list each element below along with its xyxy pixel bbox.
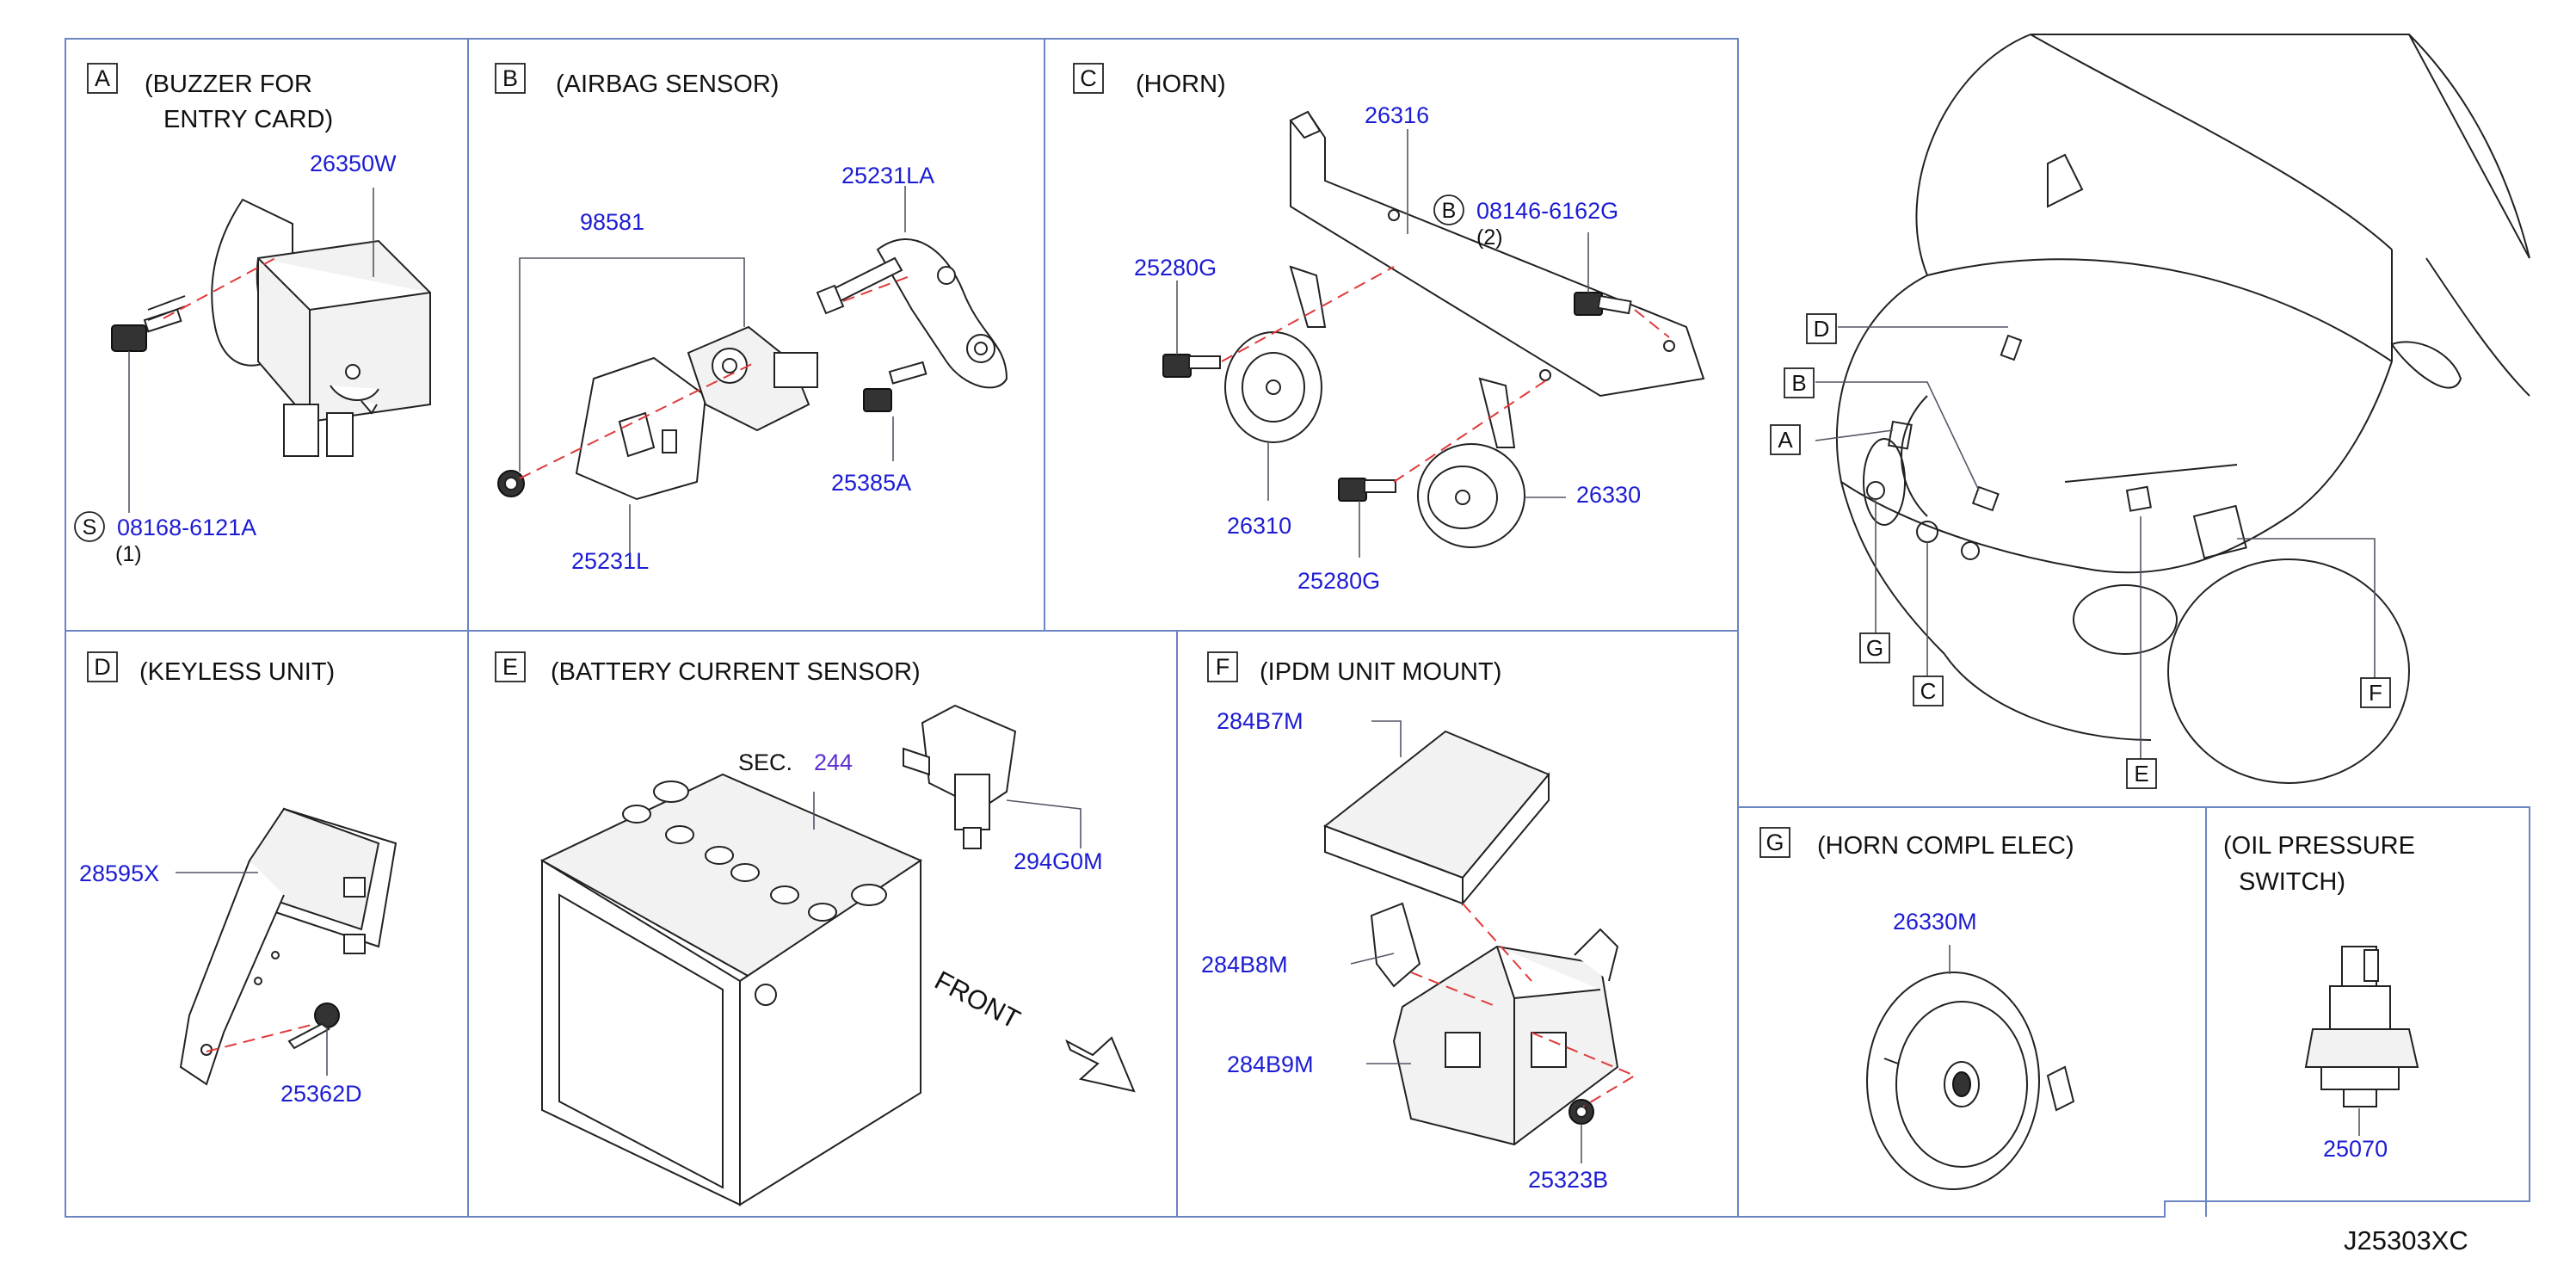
svg-text:A: A [1778, 427, 1793, 453]
locator-leaders [1815, 326, 2376, 761]
oil-pressure-switch-drawing [2304, 946, 2419, 1107]
section-d-title: (KEYLESS UNIT) [139, 658, 335, 686]
part-25362D: 25362D [280, 1081, 362, 1107]
section-f-title: (IPDM UNIT MOUNT) [1260, 658, 1501, 686]
locator-label-a: A [1770, 424, 1801, 455]
section-d: D (KEYLESS UNIT) 28595X 25362D [79, 651, 397, 1107]
airbag-sensor-drawing [497, 238, 1008, 501]
ipdm-mount-drawing [1392, 928, 1619, 1146]
s-symbol-circle [74, 511, 105, 542]
part-25323B: 25323B [1528, 1167, 1608, 1193]
part-98581: 98581 [580, 209, 644, 235]
section-e: E (BATTERY CURRENT SENSOR) SEC. 244 [495, 651, 1136, 1206]
horn-bracket-drawing [1289, 110, 1705, 398]
horn-26330-drawing [1417, 377, 1525, 548]
part-25280G-top: 25280G [1134, 255, 1217, 281]
section-g-letter-box [1759, 827, 1790, 858]
section-a-title-line2: ENTRY CARD) [163, 106, 333, 133]
part-28595X: 28595X [79, 861, 159, 886]
part-25070: 25070 [2323, 1136, 2388, 1162]
section-d-letter-box [87, 651, 118, 682]
section-frames [65, 38, 2530, 1218]
current-sensor-drawing [903, 704, 1017, 849]
part-a-bolt-qty: (1) [115, 542, 142, 566]
part-26316: 26316 [1365, 102, 1429, 128]
part-25231LA: 25231LA [841, 163, 934, 188]
section-b-title: (AIRBAG SENSOR) [556, 71, 779, 98]
svg-text:B: B [1791, 370, 1806, 396]
part-25280G-bottom: 25280G [1297, 568, 1380, 594]
section-g: G (HORN COMPL ELEC) 26330M [1759, 827, 2075, 1190]
section-a-letter: A [95, 65, 110, 91]
horn-26310-drawing [1224, 265, 1327, 443]
svg-text:E: E [2134, 761, 2148, 787]
section-b-letter: B [502, 65, 518, 91]
part-26330: 26330 [1576, 482, 1641, 508]
svg-text:G: G [1866, 635, 1883, 661]
keyless-unit-drawing [179, 807, 397, 1086]
locator-label-f: F [2360, 677, 2391, 708]
part-25385A: 25385A [831, 470, 911, 496]
section-e-title: (BATTERY CURRENT SENSOR) [551, 658, 921, 686]
part-08168-6121A: 08168-6121A [117, 515, 256, 540]
front-label: FRONT [930, 965, 1026, 1034]
ipdm-bracket-drawing [1370, 902, 1421, 988]
section-d-letter: D [94, 654, 111, 680]
section-b-letter-box [495, 63, 526, 94]
part-26350W: 26350W [310, 151, 397, 176]
section-c-letter-box [1073, 63, 1104, 94]
section-e-letter-box [495, 651, 526, 682]
locator-label-e: E [2126, 758, 2157, 789]
section-a-title-line1: (BUZZER FOR [145, 71, 312, 98]
section-c: C (HORN) [1073, 63, 1705, 594]
part-25231L: 25231L [571, 548, 649, 574]
locator-label-g: G [1859, 632, 1890, 663]
part-26330M: 26330M [1893, 909, 1977, 935]
locator-label-b: B [1784, 367, 1815, 398]
section-f-letter: F [1216, 654, 1230, 680]
b-symbol: B [1442, 199, 1457, 223]
ipdm-cover-drawing [1322, 730, 1550, 906]
oil-title-line1: (OIL PRESSURE [2223, 832, 2415, 860]
part-284B7M: 284B7M [1217, 708, 1303, 734]
a-bolt-drawing [111, 295, 186, 352]
svg-text:C: C [1920, 678, 1937, 704]
locator-label-d: D [1806, 313, 1837, 344]
section-g-title: (HORN COMPL ELEC) [1817, 832, 2074, 860]
section-c-title: (HORN) [1136, 71, 1226, 98]
svg-text:D: D [1814, 316, 1830, 342]
section-c-letter: C [1080, 65, 1097, 91]
section-f: F (IPDM UNIT MOUNT) 284B7M 284B8M [1201, 651, 1637, 1193]
part-294G0M: 294G0M [1014, 848, 1103, 874]
battery-drawing [539, 773, 922, 1206]
buzzer-drawing [211, 198, 431, 457]
section-a: A (BUZZER FOR ENTRY CARD) 26350W S 08168… [74, 63, 431, 566]
section-b: B (AIRBAG SENSOR) 98581 2 [495, 63, 1008, 574]
locator-label-c: C [1913, 676, 1944, 706]
section-f-letter-box [1207, 651, 1238, 682]
oil-title-line2: SWITCH) [2239, 868, 2345, 896]
svg-text:F: F [2369, 680, 2382, 706]
diagram-id: J25303XC [2344, 1225, 2468, 1255]
horn-bolts-drawing [1162, 292, 1632, 502]
horn-26330M-drawing [1866, 972, 2075, 1190]
b-symbol-circle [1433, 194, 1464, 225]
s-symbol: S [83, 515, 97, 540]
sec-label: SEC. [738, 750, 792, 775]
vehicle-locator [1835, 34, 2530, 784]
section-a-letter-box [87, 63, 118, 94]
part-c-bolt-qty: (2) [1476, 225, 1503, 250]
part-284B8M: 284B8M [1201, 952, 1288, 978]
section-e-letter: E [502, 654, 518, 680]
front-arrow-icon [1065, 1036, 1136, 1093]
part-08146-6162G: 08146-6162G [1476, 198, 1618, 224]
part-26310: 26310 [1227, 513, 1291, 539]
part-284B9M: 284B9M [1227, 1052, 1314, 1077]
section-g-letter: G [1766, 830, 1784, 855]
sec-number-244: 244 [814, 750, 853, 775]
section-oil-pressure: (OIL PRESSURE SWITCH) 25070 [2223, 832, 2419, 1162]
